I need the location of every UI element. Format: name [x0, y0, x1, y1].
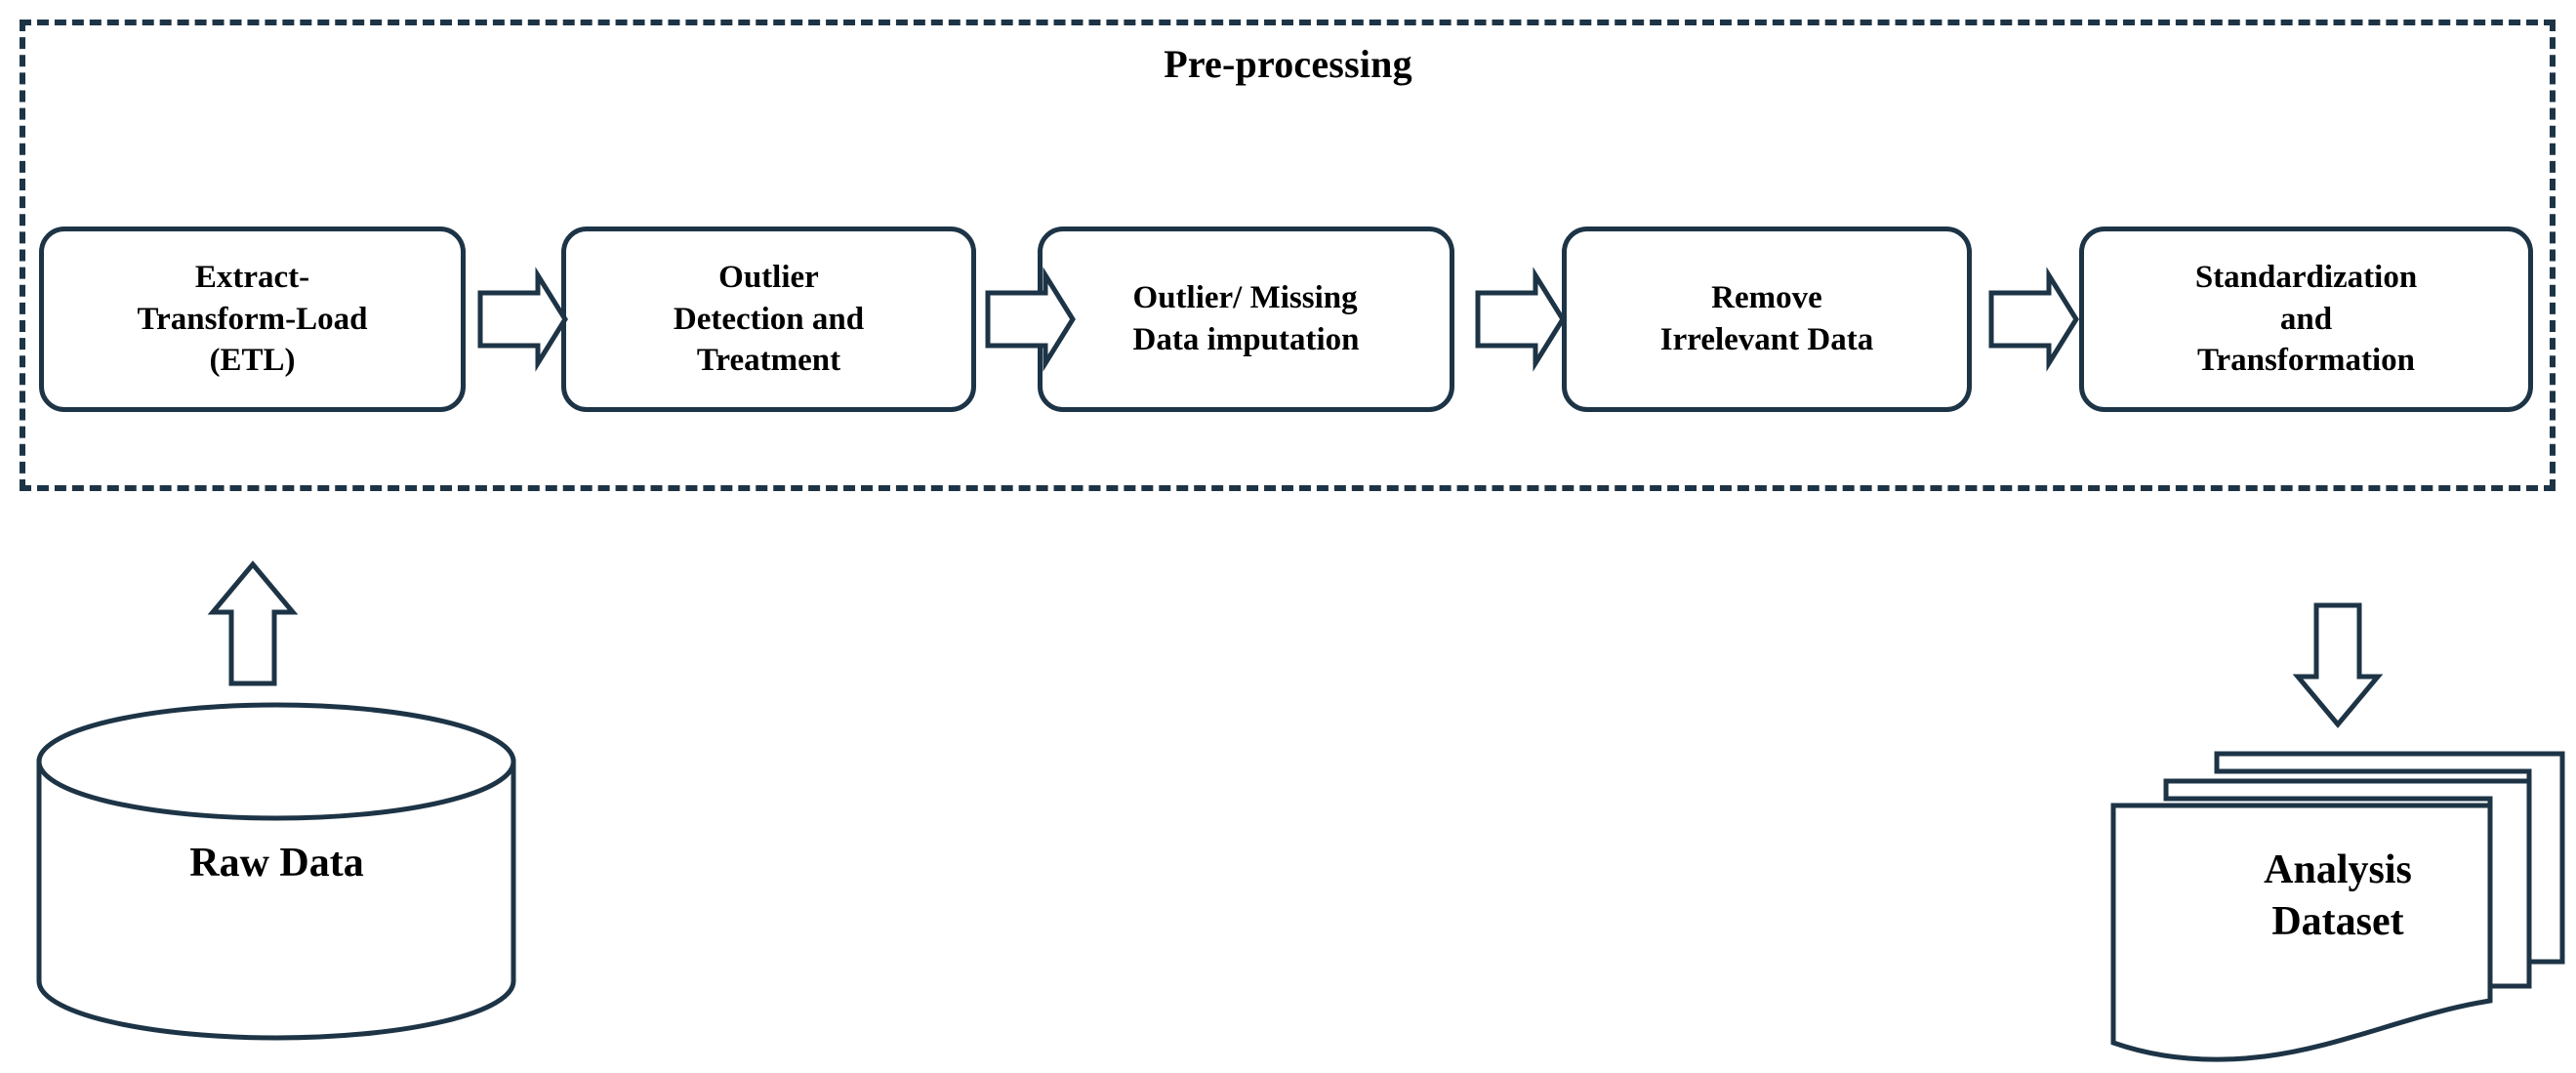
- raw-data-cylinder[interactable]: [36, 702, 516, 1041]
- arrow-right-icon-2: [985, 267, 1076, 372]
- arrow-up-icon: [207, 560, 299, 686]
- arrow-right-icon-4: [1988, 267, 2079, 372]
- process-box-etl-label: Extract-Transform-Load(ETL): [137, 259, 368, 379]
- arrow-right-icon-3: [1475, 267, 1566, 372]
- raw-data-label: Raw Data: [189, 841, 364, 886]
- analysis-dataset-documents[interactable]: [2110, 751, 2565, 1062]
- preprocessing-container: [20, 20, 2556, 491]
- page-title: Pre-processing: [1164, 42, 1412, 86]
- arrow-right-icon-1: [477, 267, 568, 372]
- arrow-down-icon: [2292, 602, 2384, 728]
- process-box-etl[interactable]: Extract-Transform-Load(ETL): [39, 227, 466, 412]
